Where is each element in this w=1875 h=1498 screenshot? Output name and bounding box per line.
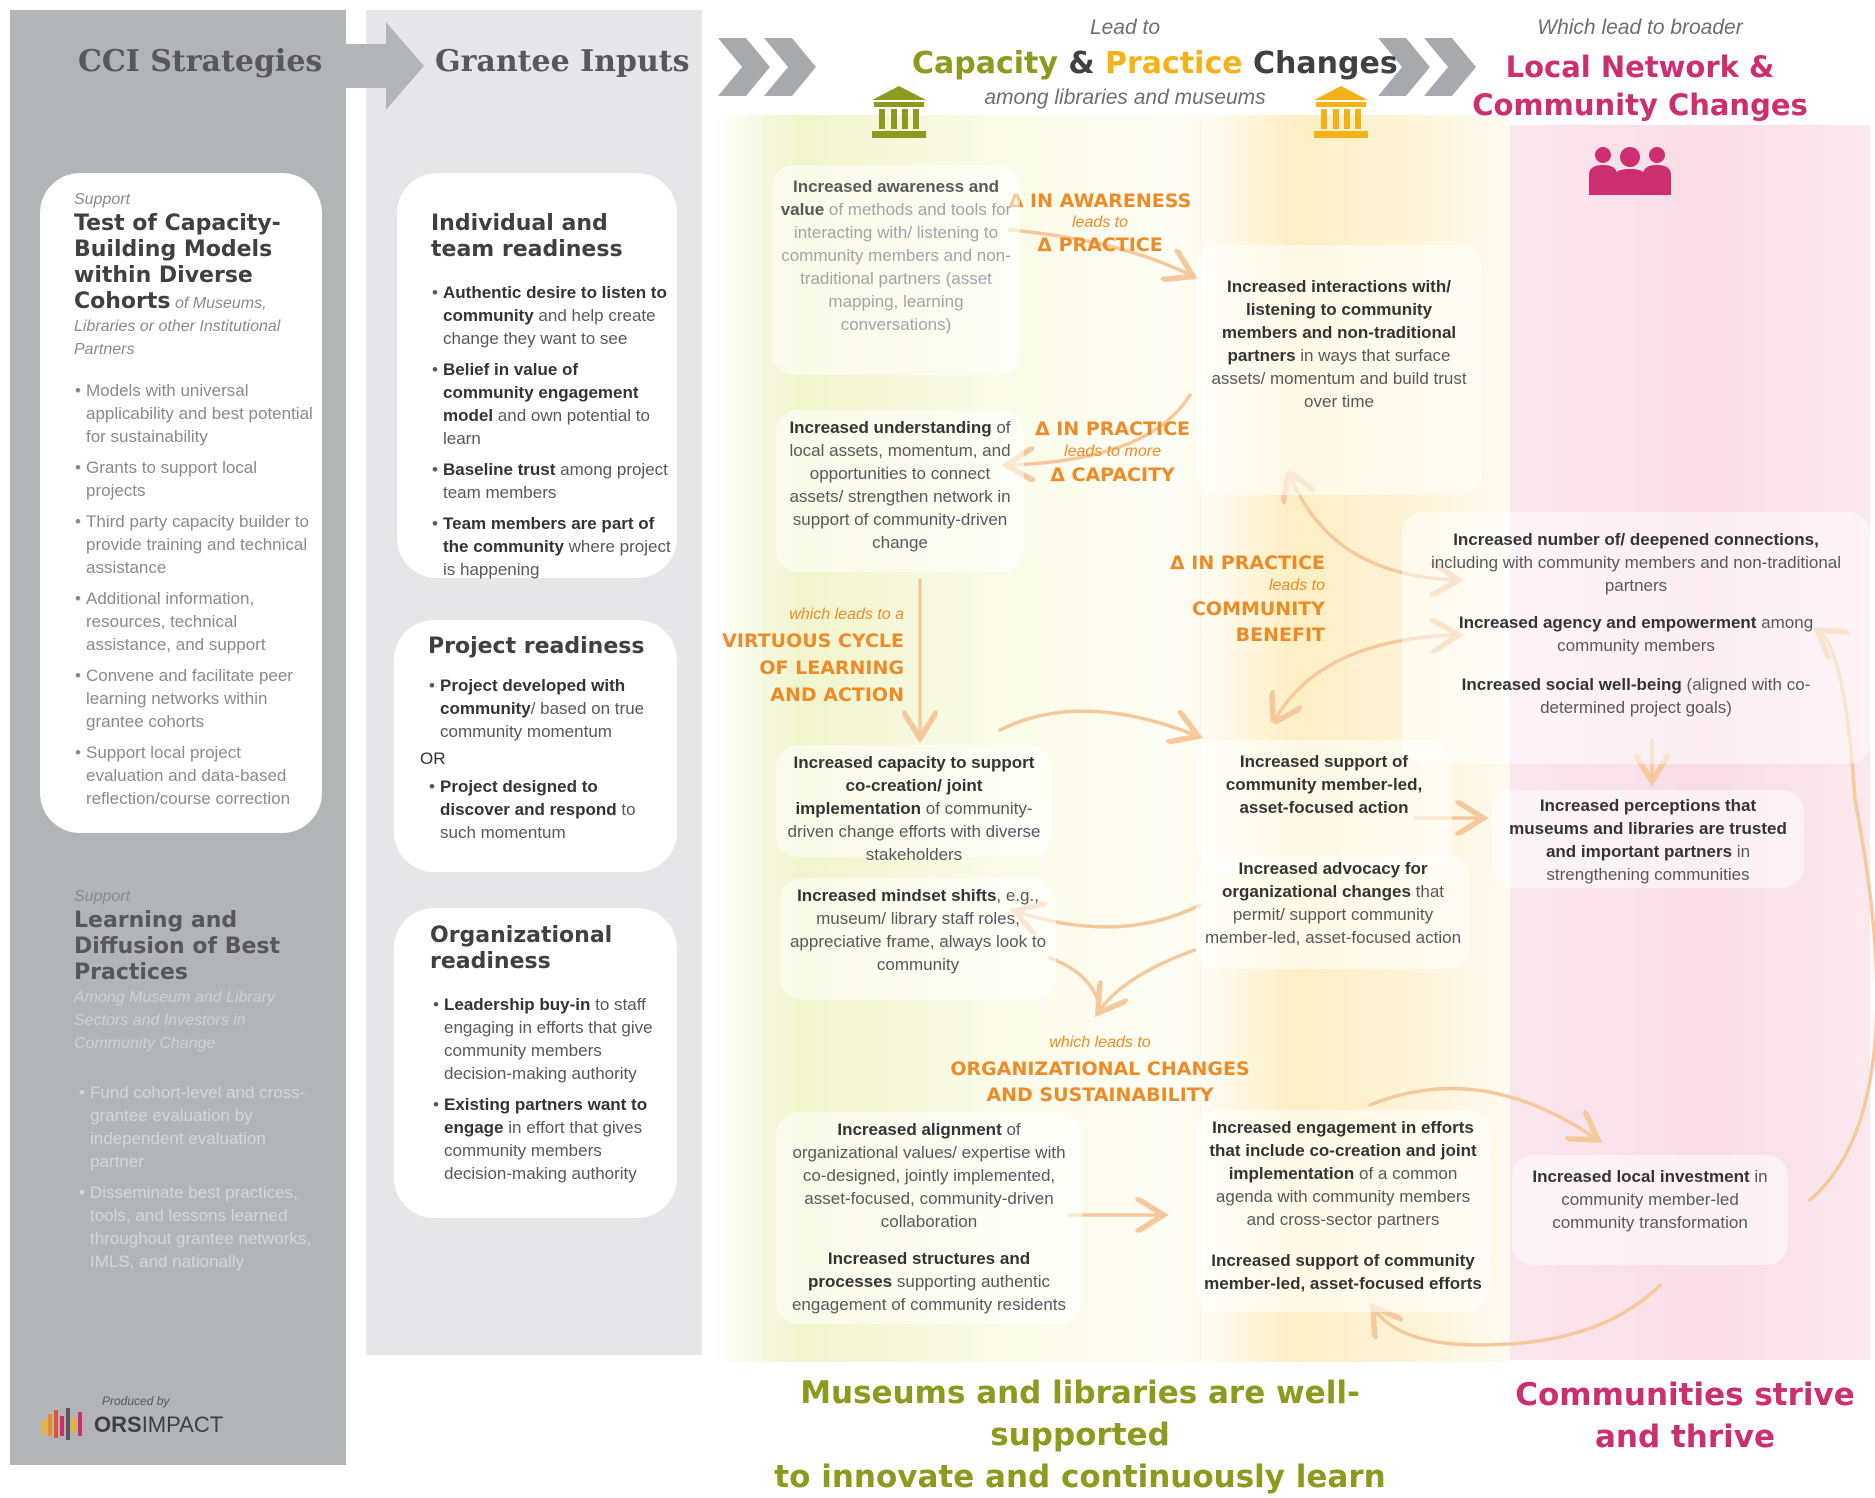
list-item: Project developed with community/ based … <box>429 674 668 743</box>
museum-icon-gold <box>1314 86 1368 138</box>
support-efforts-text: Increased support of community member-le… <box>1204 1251 1482 1293</box>
chevron-arrows-icon <box>1378 38 1476 96</box>
wellbeing-text: Increased social well-being (aligned wit… <box>1461 675 1811 717</box>
list-item: Project designed to discover and respond… <box>429 775 668 844</box>
input-card-project: Project readiness Project developed with… <box>394 620 677 872</box>
virtuous-cycle-label: which leads to a VIRTUOUS CYCLE OF LEARN… <box>722 606 904 706</box>
strategies-to-inputs-arrow-icon <box>346 22 424 110</box>
card-items: Project developed with community/ based … <box>428 674 668 743</box>
connections-text: Increased number of/ deepened connection… <box>1430 530 1842 595</box>
list-item: Team members are part of the community w… <box>432 512 671 581</box>
list-item: Additional information, resources, techn… <box>75 587 314 656</box>
lead-to-label: Lead to <box>1089 16 1161 39</box>
community-benefit-label: Δ IN PRACTICE leads to COMMUNITY BENEFIT <box>1169 552 1325 646</box>
engagement-box: Increased engagement in efforts that inc… <box>1196 1110 1490 1312</box>
support-action-box: Increased support of community member-le… <box>1196 740 1452 870</box>
capacity-box: Increased capacity to support co-creatio… <box>776 745 1052 864</box>
list-item: Existing partners want to engage in effo… <box>433 1093 670 1185</box>
strategy-items: Fund cohort-level and cross-grantee eval… <box>74 1081 314 1273</box>
perceptions-box: Increased perceptions that museums and l… <box>1492 790 1804 888</box>
alignment-structures-box: Increased alignment of organizational va… <box>776 1112 1082 1324</box>
ors-impact-logo: Produced by ORSIMPACT <box>42 1394 242 1444</box>
agency-text: Increased agency and empowerment among c… <box>1458 613 1814 655</box>
strategies-heading: CCI Strategies <box>78 44 323 79</box>
organizational-changes-label: which leads to ORGANIZATIONAL CHANGES AN… <box>950 1034 1250 1106</box>
list-item: Belief in value of community engagement … <box>432 358 671 450</box>
list-item: Baseline trust among project team member… <box>432 458 671 504</box>
list-item: Leadership buy-in to staff engaging in e… <box>433 993 670 1085</box>
footer-communities: Communities strive and thrive <box>1515 1377 1855 1455</box>
alignment-text: Increased alignment of organizational va… <box>792 1120 1066 1231</box>
card-items: Project designed to discover and respond… <box>428 775 668 844</box>
capacity-practice-title: Capacity & Practice Changes <box>912 46 1398 81</box>
footer-museums-libraries: Museums and libraries are well-supported… <box>774 1375 1386 1495</box>
awareness-label: Δ IN AWARENESS leads to Δ PRACTICE <box>1008 190 1192 256</box>
which-lead-label: Which lead to broader <box>1537 16 1743 39</box>
strategy-card-capacity-building: Support Test of Capacity-Building Models… <box>40 173 322 833</box>
or-label: OR <box>420 749 446 768</box>
interactions-box: Increased interactions with/ listening t… <box>1196 245 1482 495</box>
strategy-title: Test of Capacity-Building Models within … <box>74 211 281 358</box>
card-title: Project readiness <box>428 634 645 659</box>
local-network-title: Local Network & Community Changes <box>1472 50 1808 122</box>
input-card-organizational: Organizational readiness Leadership buy-… <box>394 908 677 1218</box>
list-item: Models with universal applicability and … <box>75 379 314 448</box>
community-outcomes-box: Increased number of/ deepened connection… <box>1402 512 1870 764</box>
mindset-box: Increased mindset shifts, e.g., museum/ … <box>780 878 1056 1000</box>
museum-icon-green <box>872 86 926 138</box>
card-title: Organizational readiness <box>430 923 613 974</box>
list-item: Support local project evaluation and dat… <box>75 741 314 810</box>
chevron-arrows-icon <box>718 38 816 96</box>
structures-text: Increased structures and processes suppo… <box>791 1249 1067 1314</box>
list-item: Authentic desire to listen to community … <box>432 281 671 350</box>
support-label: Support <box>74 888 131 905</box>
community-people-icon <box>1589 147 1671 195</box>
list-item: Convene and facilitate peer learning net… <box>75 664 314 733</box>
list-item: Disseminate best practices, tools, and l… <box>79 1181 314 1273</box>
ors-bars-icon <box>42 1408 82 1440</box>
card-items: Authentic desire to listen to community … <box>431 281 671 581</box>
card-items: Leadership buy-in to staff engaging in e… <box>430 993 670 1185</box>
inputs-heading: Grantee Inputs <box>435 44 690 79</box>
investment-box: Increased local investment in community … <box>1512 1155 1788 1265</box>
support-label: Support <box>74 191 131 208</box>
card-title: Individual and team readiness <box>431 211 623 262</box>
strategy-title: Learning and Diffusion of Best Practices <box>74 908 281 985</box>
understanding-box: Increased understanding of local assets,… <box>776 410 1024 572</box>
input-card-individual-team: Individual and team readiness Authentic … <box>397 173 677 581</box>
strategy-subtitle: Among Museum and Library Sectors and Inv… <box>74 989 275 1052</box>
list-item: Third party capacity builder to provide … <box>75 510 314 579</box>
list-item: Fund cohort-level and cross-grantee eval… <box>79 1081 314 1173</box>
strategy-block-learning-diffusion: Support Learning and Diffusion of Best P… <box>74 888 314 1281</box>
strategy-items: Models with universal applicability and … <box>74 379 314 810</box>
practice-capacity-label: Δ IN PRACTICE leads to more Δ CAPACITY <box>1034 418 1191 486</box>
engagement-text: Increased engagement in efforts that inc… <box>1209 1118 1477 1229</box>
awareness-box: Increased awareness and value of methods… <box>772 165 1020 375</box>
advocacy-box: Increased advocacy for organizational ch… <box>1196 855 1470 969</box>
among-label: among libraries and museums <box>984 86 1266 109</box>
list-item: Grants to support local projects <box>75 456 314 502</box>
